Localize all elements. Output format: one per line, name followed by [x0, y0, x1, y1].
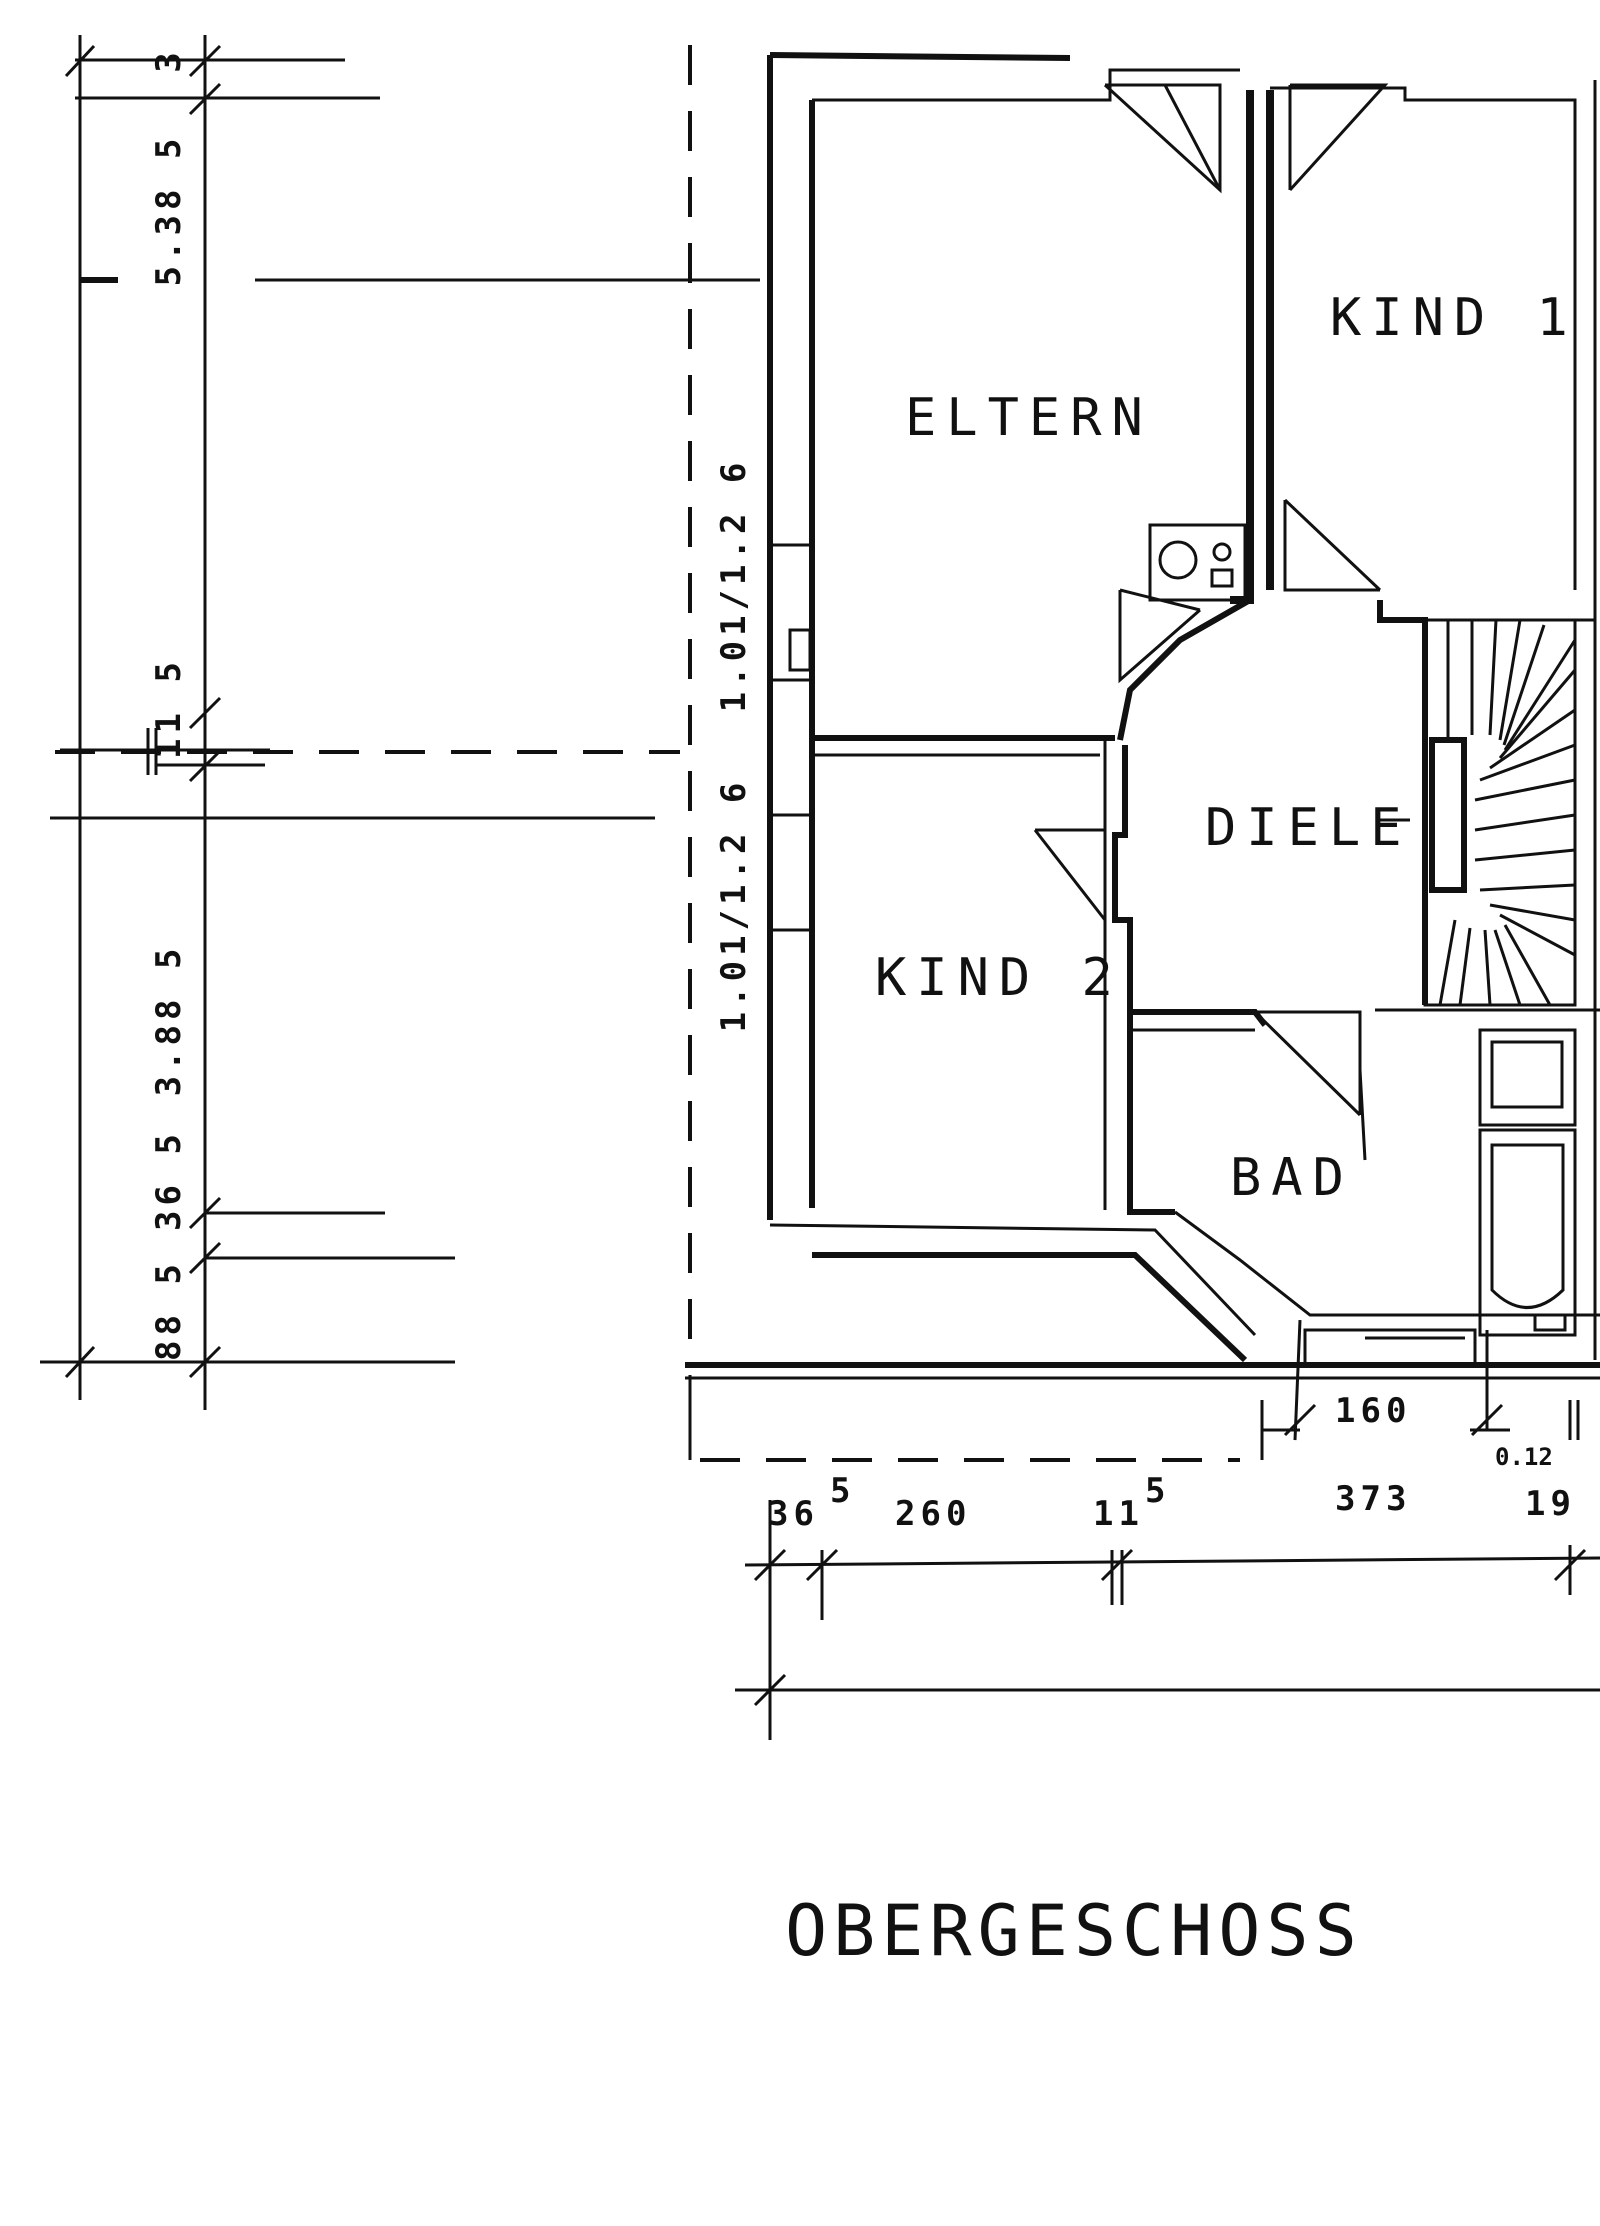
door-swings [1033, 83, 1389, 1117]
dim-left-d1: 5.38 5 [149, 134, 189, 287]
dim-left-d5: 88 5 [149, 1259, 189, 1361]
dim-bottom-f: 160 [1335, 1391, 1411, 1431]
dim-left-d3: 3.88 5 [149, 944, 189, 1097]
plan-title: OBERGESCHOSS [785, 1890, 1363, 1972]
dim-bottom-a: 36 [768, 1494, 819, 1534]
dim-bottom-e: 19 [1525, 1484, 1576, 1524]
dim-bottom-b: 260 [895, 1494, 971, 1534]
outer-walls [685, 52, 1600, 1380]
bottom-dimension-chain: 36 5 260 11 5 373 19 160 0.12 [735, 1319, 1600, 1740]
window-label-upper: 1.01/1.2 6 [714, 458, 754, 713]
dim-left-d4: 36 5 [149, 1129, 189, 1231]
room-label-bad: BAD [1230, 1148, 1354, 1208]
bathroom-fixtures [1303, 1028, 1577, 1367]
dashed-outline [688, 45, 1264, 1462]
room-label-diele: DIELE [1205, 798, 1412, 858]
room-label-kind2: KIND 2 [875, 948, 1123, 1008]
left-dimension-chain: 3 5.38 5 11 5 3.88 5 36 5 88 5 [40, 35, 760, 1410]
interior-walls [768, 543, 1600, 1317]
room-label-kind1: KIND 1 [1330, 288, 1578, 348]
room-label-eltern: ELTERN [905, 388, 1153, 448]
dim-bottom-c: 11 [1093, 1494, 1144, 1534]
dim-bottom-d: 373 [1335, 1479, 1411, 1519]
dim-bottom-g: 0.12 [1495, 1443, 1553, 1471]
dim-left-top: 3 [149, 47, 189, 72]
dim-bottom-a-sup: 5 [830, 1471, 855, 1511]
dim-bottom-c-sup: 5 [1145, 1471, 1170, 1511]
washbasin [1148, 523, 1247, 602]
window-label-lower: 1.01/1.2 6 [714, 778, 754, 1033]
dim-left-d2: 11 5 [149, 657, 189, 759]
staircase [1380, 618, 1577, 1007]
